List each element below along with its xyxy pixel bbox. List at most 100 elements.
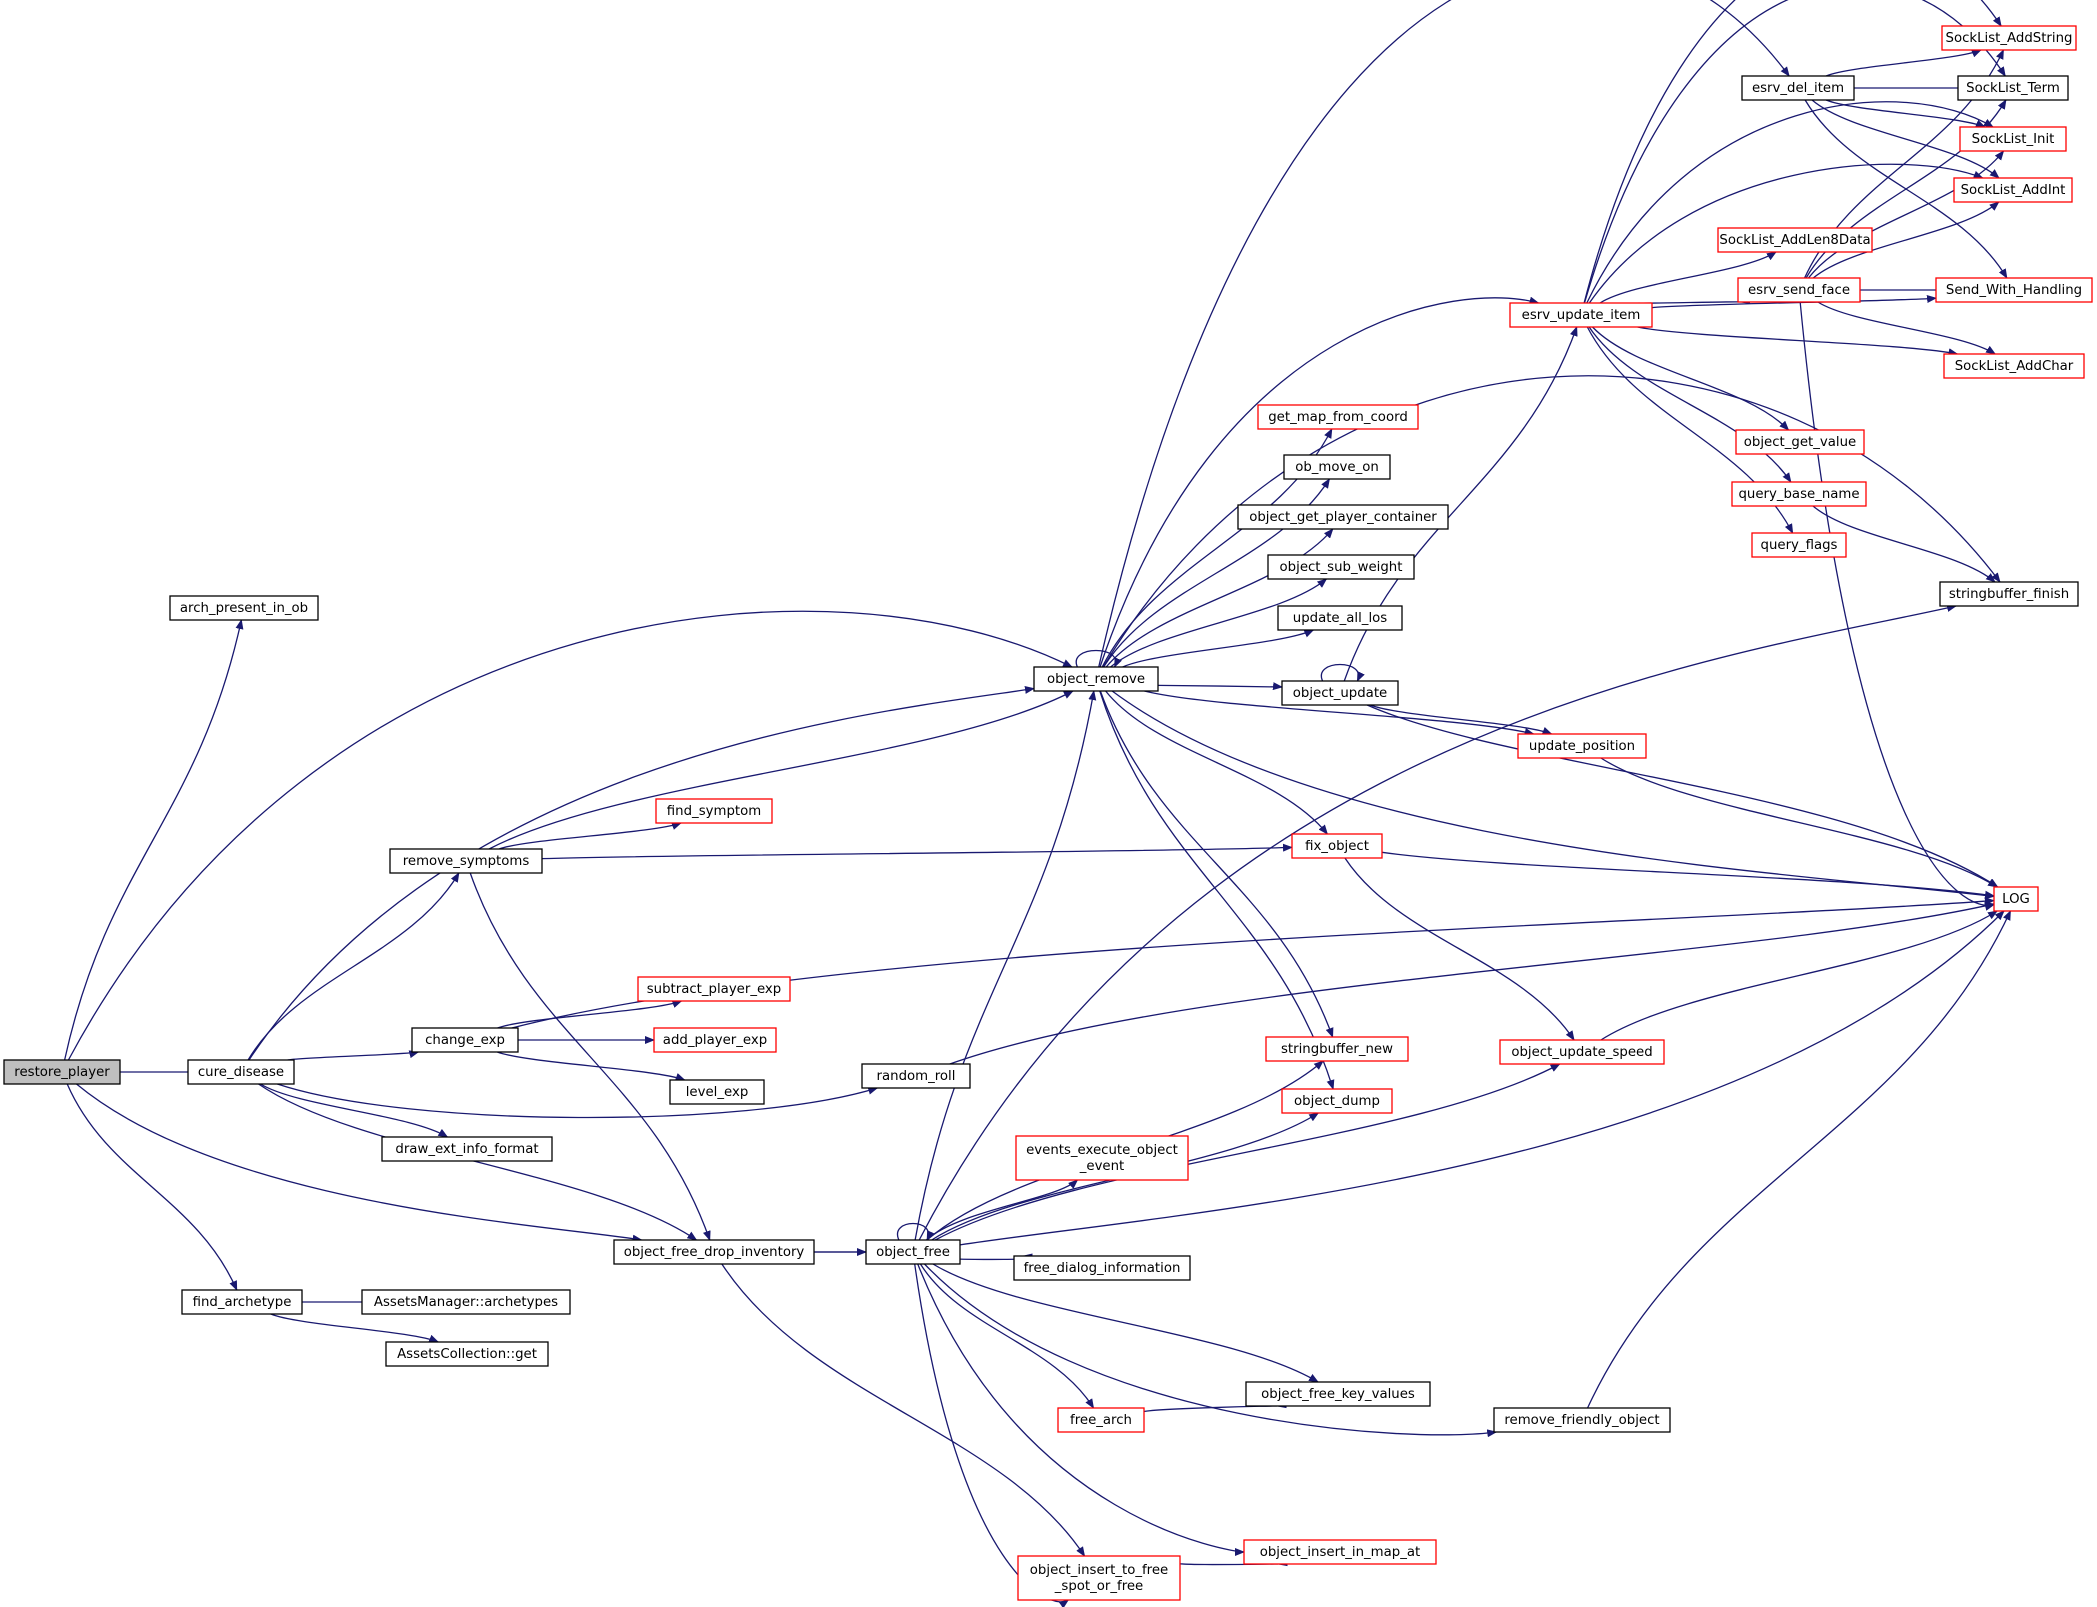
node-query-base-name[interactable]: query_base_name — [1731, 481, 1867, 507]
node-restore-player[interactable]: restore_player — [3, 1059, 121, 1085]
edge-object_free-to-object_free_key_values — [932, 1263, 1319, 1383]
edge-query_base_name-to-stringbuffer_finish — [1812, 505, 1996, 583]
edge-remove_symptoms-to-object_remove — [488, 690, 1074, 850]
node-box — [1237, 504, 1449, 530]
node-stringbuffer-new[interactable]: stringbuffer_new — [1265, 1036, 1409, 1062]
node-sl-addchar[interactable]: SockList_AddChar — [1943, 353, 2085, 379]
node-box — [1939, 581, 2079, 607]
node-box — [381, 1136, 553, 1162]
node-update-position[interactable]: update_position — [1517, 733, 1647, 759]
node-level-exp[interactable]: level_exp — [669, 1079, 765, 1105]
node-label: esrv_send_face — [1748, 283, 1850, 298]
node-assets-archetypes[interactable]: AssetsManager::archetypes — [361, 1289, 571, 1315]
node-get-map-from-coord[interactable]: get_map_from_coord — [1257, 404, 1419, 430]
edge-object_remove-to-fix_object — [1105, 690, 1329, 835]
node-stringbuffer-finish[interactable]: stringbuffer_finish — [1939, 581, 2079, 607]
node-label: object_get_value — [1744, 435, 1856, 450]
edge-esrv_update_item-to-sl_addstring — [1583, 0, 2002, 304]
node-object-remove[interactable]: object_remove — [1033, 666, 1159, 692]
node-sl-init[interactable]: SockList_Init — [1959, 126, 2067, 152]
node-label: SockList_AddString — [1946, 31, 2073, 46]
node-esrv-send-face[interactable]: esrv_send_face — [1737, 277, 1861, 303]
node-box — [1291, 833, 1383, 859]
node-free-arch[interactable]: free_arch — [1057, 1407, 1145, 1433]
node-label: get_map_from_coord — [1268, 410, 1408, 425]
node-query-flags[interactable]: query_flags — [1751, 532, 1847, 558]
node-subtract-player-exp[interactable]: subtract_player_exp — [637, 976, 791, 1002]
edge-object_remove-to-esrv_update_item — [1099, 296, 1540, 668]
edge-object_free-to-object_update_speed — [934, 1063, 1561, 1241]
node-object-update-speed[interactable]: object_update_speed — [1499, 1039, 1665, 1065]
edge-esrv_update_item-to-sl_addint — [1588, 163, 1984, 304]
node-send-with-handling[interactable]: Send_With_Handling — [1935, 277, 2093, 303]
node-object-get-value[interactable]: object_get_value — [1735, 429, 1865, 455]
node-remove-friendly-object[interactable]: remove_friendly_object — [1493, 1407, 1671, 1433]
node-remove-symptoms[interactable]: remove_symptoms — [389, 848, 543, 874]
node-change-exp[interactable]: change_exp — [411, 1027, 519, 1053]
node-label: remove_friendly_object — [1504, 1413, 1659, 1428]
node-sl-addstring[interactable]: SockList_AddString — [1941, 25, 2077, 51]
node-label: draw_ext_info_format — [395, 1142, 538, 1157]
edge-esrv_update_item-to-object_get_value — [1592, 326, 1790, 431]
edge-object_free-to-object_insert_in_map_at — [917, 1263, 1245, 1556]
node-object-insert-to-free[interactable]: object_insert_to_free_spot_or_free — [1017, 1555, 1181, 1601]
edge-fix_object-to-object_update_speed — [1344, 857, 1575, 1041]
node-label: find_symptom — [667, 804, 761, 819]
edge-object_remove-to-esrv_del_item — [1098, 0, 1790, 668]
edge-cure_disease-to-object_remove — [248, 685, 1035, 1061]
node-sl-addint[interactable]: SockList_AddInt — [1953, 177, 2073, 203]
node-free-dialog-information[interactable]: free_dialog_information — [1013, 1255, 1191, 1281]
node-object-get-player-container[interactable]: object_get_player_container — [1237, 504, 1449, 530]
node-events-execute[interactable]: events_execute_object_event — [1015, 1135, 1189, 1181]
node-object-sub-weight[interactable]: object_sub_weight — [1267, 554, 1415, 580]
node-cure-disease[interactable]: cure_disease — [187, 1059, 295, 1085]
node-assets-get[interactable]: AssetsCollection::get — [385, 1341, 549, 1367]
node-sl-addlen8[interactable]: SockList_AddLen8Data — [1717, 227, 1873, 253]
node-label: ob_move_on — [1295, 460, 1379, 475]
node-arch-present-in-ob[interactable]: arch_present_in_ob — [169, 595, 319, 621]
node-object-free[interactable]: object_free — [865, 1239, 961, 1265]
node-find-archetype[interactable]: find_archetype — [181, 1289, 303, 1315]
edge-restore_player-to-find_archetype — [66, 1083, 238, 1291]
node-object-dump[interactable]: object_dump — [1281, 1088, 1393, 1114]
node-box — [865, 1239, 961, 1265]
node-draw-ext-info-format[interactable]: draw_ext_info_format — [381, 1136, 553, 1162]
node-label: find_archetype — [193, 1295, 292, 1310]
edge-object_free-to-object_free — [896, 1222, 935, 1241]
edge-change_exp-to-level_exp — [497, 1051, 686, 1081]
node-box — [637, 976, 791, 1002]
node-random-roll[interactable]: random_roll — [861, 1063, 971, 1089]
node-object-update[interactable]: object_update — [1281, 680, 1399, 706]
node-object-free-key-values[interactable]: object_free_key_values — [1245, 1381, 1431, 1407]
node-object-free-drop-inventory[interactable]: object_free_drop_inventory — [613, 1239, 815, 1265]
edge-object_free-to-stringbuffer_finish — [918, 604, 1958, 1241]
node-LOG[interactable]: LOG — [1993, 886, 2039, 912]
node-esrv-update-item[interactable]: esrv_update_item — [1509, 302, 1653, 328]
node-label: esrv_del_item — [1752, 81, 1844, 96]
node-sl-term[interactable]: SockList_Term — [1957, 75, 2069, 101]
edge-esrv_update_item-to-query_base_name — [1588, 326, 1792, 483]
edge-cure_disease-to-random_roll — [277, 1083, 879, 1119]
node-find-symptom[interactable]: find_symptom — [655, 798, 773, 824]
edge-esrv_update_item-to-sl_addlen8 — [1599, 251, 1777, 304]
node-label: arch_present_in_ob — [180, 601, 308, 616]
node-object-insert-in-map-at[interactable]: object_insert_in_map_at — [1243, 1539, 1437, 1565]
edge-cure_disease-to-change_exp — [287, 1050, 420, 1061]
node-esrv-del-item[interactable]: esrv_del_item — [1741, 75, 1855, 101]
node-box — [1517, 733, 1647, 759]
node-update-all-los[interactable]: update_all_los — [1277, 605, 1403, 631]
edge-esrv_update_item-to-sl_term — [1583, 0, 2006, 304]
node-box — [1057, 1407, 1145, 1433]
node-add-player-exp[interactable]: add_player_exp — [653, 1027, 777, 1053]
node-box — [361, 1289, 571, 1315]
edge-object_remove-to-object_update — [1157, 682, 1283, 691]
node-box — [1243, 1539, 1437, 1565]
node-ob-move-on[interactable]: ob_move_on — [1283, 454, 1391, 480]
node-label: object_dump — [1294, 1094, 1380, 1109]
edge-object_update-to-update_position — [1370, 704, 1553, 735]
edge-remove_symptoms-to-object_free_drop_inventory — [469, 872, 711, 1241]
node-fix-object[interactable]: fix_object — [1291, 833, 1383, 859]
edge-esrv_send_face-to-sl_init — [1807, 150, 2005, 279]
node-box — [1943, 353, 2085, 379]
node-box — [1267, 554, 1415, 580]
